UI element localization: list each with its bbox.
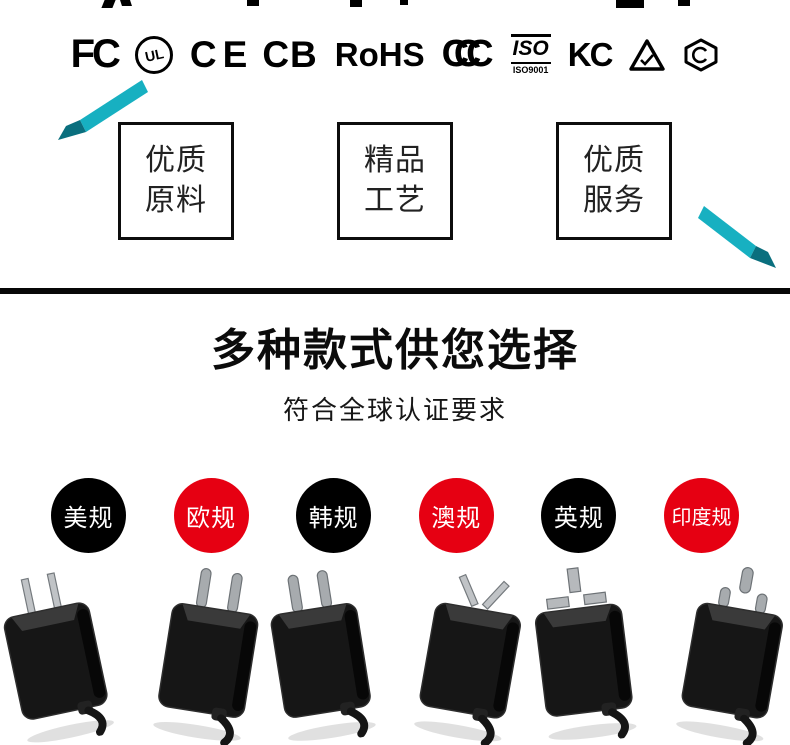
badge-india-standard: 印度规 xyxy=(663,478,739,553)
feature-box-line: 精品 xyxy=(364,144,426,177)
cropped-artifact xyxy=(101,0,116,8)
iso9001-logo-subtext: ISO9001 xyxy=(512,64,549,75)
cropped-artifact xyxy=(247,0,259,6)
badge-us-standard: 美规 xyxy=(51,478,126,553)
section-subtitle: 符合全球认证要求 xyxy=(282,395,507,425)
safety-triangle-cert-icon xyxy=(629,38,666,71)
us-plug-adapter-icon xyxy=(3,572,114,743)
feature-box-quality-service: 优质 服务 xyxy=(556,122,672,240)
feature-boxes-row: 优质 原料 精品 工艺 优质 服务 xyxy=(0,122,790,240)
badge-kr-standard: 韩规 xyxy=(296,478,372,553)
uk-plug-adapter-icon xyxy=(535,567,637,740)
badge-au-standard: 澳规 xyxy=(418,478,494,553)
feature-box-fine-craftsmanship: 精品 工艺 xyxy=(337,122,453,240)
plug-standard-badges-row: 美规 欧规 韩规 澳规 英规 印度规 xyxy=(51,478,739,553)
adapter-photo-au xyxy=(398,550,522,745)
feature-box-line: 服务 xyxy=(583,184,645,217)
ce-logo-icon: CE xyxy=(189,33,254,75)
quality-hexagon-cert-icon xyxy=(684,38,718,71)
feature-box-line: 优质 xyxy=(145,144,207,177)
adapter-product-photos-row xyxy=(3,550,784,745)
iso9001-logo-icon: ISO ISO9001 xyxy=(510,34,551,75)
section-title: 多种款式供您选择 xyxy=(211,326,579,375)
ccc-logo-icon: CCC xyxy=(441,33,494,75)
cropped-artifact xyxy=(350,0,362,7)
rohs-logo-icon: RoHS xyxy=(334,35,425,73)
eu-plug-adapter-icon xyxy=(153,568,259,745)
feature-box-line: 原料 xyxy=(145,184,207,217)
cropped-artifact xyxy=(616,0,644,8)
feature-box-quality-materials: 优质 原料 xyxy=(118,122,234,240)
feature-box-line: 优质 xyxy=(583,144,645,177)
badge-eu-standard: 欧规 xyxy=(173,478,249,553)
adapter-photo-kr xyxy=(268,550,392,745)
badge-label: 欧规 xyxy=(186,505,237,532)
feature-box-line: 工艺 xyxy=(364,184,426,217)
ul-logo-text: UL xyxy=(143,44,165,65)
badge-label: 美规 xyxy=(63,505,114,532)
india-plug-adapter-icon xyxy=(676,567,783,745)
adapter-photo-uk xyxy=(529,550,653,745)
certification-logos-row: FC UL CE CB RoHS CCC ISO ISO9001 KC xyxy=(0,32,790,77)
cb-logo-icon: CB xyxy=(262,33,318,75)
badge-label: 印度规 xyxy=(671,507,732,529)
kc-logo-icon: KC xyxy=(567,35,614,73)
teal-arrow-decoration-left xyxy=(58,80,148,140)
iso-logo-text: ISO xyxy=(510,34,551,64)
adapter-photo-india xyxy=(660,550,784,745)
badge-label: 澳规 xyxy=(431,505,482,532)
cropped-artifact xyxy=(400,0,408,5)
teal-arrow-decoration-right xyxy=(698,206,776,268)
section-divider xyxy=(0,288,790,294)
badge-label: 韩规 xyxy=(308,505,359,532)
adapter-photo-eu xyxy=(137,550,261,745)
badge-uk-standard: 英规 xyxy=(541,478,617,553)
au-plug-adapter-icon xyxy=(414,573,522,745)
badge-label: 英规 xyxy=(553,505,604,532)
fcc-logo-icon: FC xyxy=(70,32,121,76)
adapter-photo-us xyxy=(3,550,130,745)
cropped-artifact xyxy=(120,0,132,6)
kr-plug-adapter-icon xyxy=(270,570,376,741)
cropped-artifact xyxy=(678,0,690,6)
ul-logo-icon: UL xyxy=(134,35,173,74)
